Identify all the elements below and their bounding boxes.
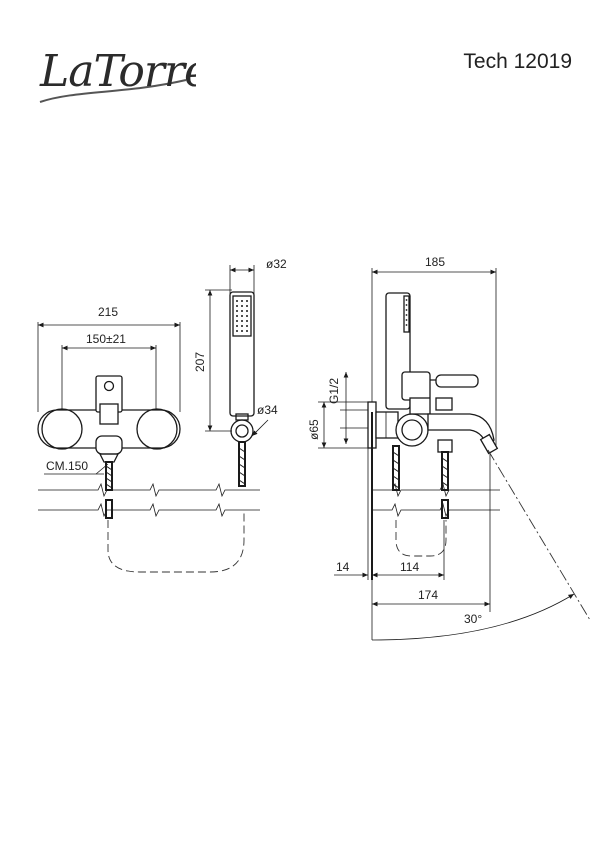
dim-spout-offset: 114 (400, 560, 419, 574)
dim-front-width: 215 (98, 305, 118, 319)
dim-holder-diameter: ø34 (257, 403, 278, 417)
brand-logo: LaTorre (36, 30, 210, 120)
dim-handshower-height: 207 (193, 352, 207, 372)
dim-wall-offset: 14 (336, 560, 350, 574)
side-view: 185 G1/2 ø65 (307, 255, 591, 641)
model-code: Tech 12019 (463, 50, 572, 73)
front-view: 215 150±21 CM.150 (37, 257, 287, 573)
dim-escutcheon-diameter: ø65 (307, 419, 321, 440)
dim-side-depth: 185 (425, 255, 445, 269)
brand-logo-text: LaTorre (39, 46, 196, 97)
dim-hose-length: CM.150 (46, 459, 88, 473)
dim-connection-thread: G1/2 (327, 378, 341, 404)
dim-handshower-diameter: ø32 (266, 257, 287, 271)
dim-swivel-angle: 30° (464, 612, 482, 626)
dim-spout-reach: 174 (418, 588, 438, 602)
dim-front-centers: 150±21 (86, 332, 126, 346)
